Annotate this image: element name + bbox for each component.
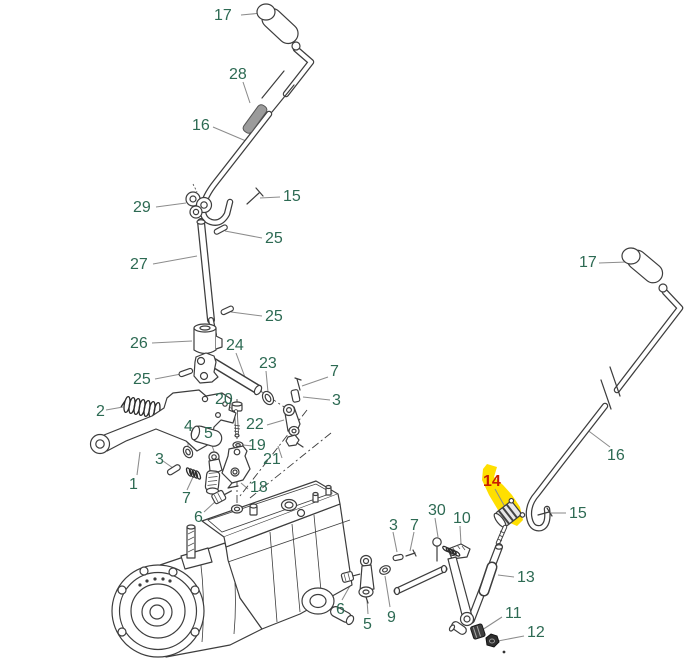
part-label-4[interactable]: 4 bbox=[184, 418, 193, 435]
transmission-housing bbox=[111, 480, 355, 658]
bolt-6-a bbox=[211, 489, 232, 505]
joint-block-26 bbox=[193, 323, 223, 355]
spring-7-b bbox=[185, 467, 202, 480]
roller-3-a bbox=[290, 389, 301, 403]
part-label-21[interactable]: 21 bbox=[263, 451, 281, 468]
part-label-29[interactable]: 29 bbox=[133, 199, 151, 216]
part-label-28[interactable]: 28 bbox=[229, 66, 247, 83]
washer-9 bbox=[379, 565, 391, 575]
part-label-22[interactable]: 22 bbox=[246, 416, 264, 433]
nut-11 bbox=[470, 623, 486, 640]
grip-28 bbox=[242, 104, 268, 134]
knob-17-left bbox=[256, 3, 301, 51]
part-label-3-b[interactable]: 3 bbox=[155, 451, 164, 468]
part-label-24[interactable]: 24 bbox=[226, 337, 244, 354]
pin-7-c bbox=[405, 549, 417, 557]
part-label-25-b[interactable]: 25 bbox=[265, 308, 283, 325]
part-label-3-c[interactable]: 3 bbox=[389, 517, 398, 534]
front-flange bbox=[111, 564, 205, 658]
pin-3-b bbox=[166, 464, 181, 476]
part-label-5-a[interactable]: 5 bbox=[204, 425, 213, 442]
lever-5-b bbox=[358, 554, 375, 604]
part-label-10[interactable]: 10 bbox=[453, 510, 471, 527]
part-label-6-a[interactable]: 6 bbox=[194, 509, 203, 526]
cross-shaft-24-cluster bbox=[89, 352, 304, 505]
right-shift-lever bbox=[525, 247, 684, 532]
part-label-7-a[interactable]: 7 bbox=[330, 363, 339, 380]
part-label-27[interactable]: 27 bbox=[130, 256, 148, 273]
knob-17-right bbox=[621, 247, 668, 293]
part-label-2[interactable]: 2 bbox=[96, 403, 105, 420]
threaded-end bbox=[495, 524, 508, 546]
part-label-11[interactable]: 11 bbox=[505, 605, 522, 622]
left-shift-lever bbox=[185, 3, 315, 226]
link-10 bbox=[447, 543, 475, 635]
bolt-20 bbox=[231, 401, 243, 438]
break-mark bbox=[600, 366, 621, 410]
part-label-12[interactable]: 12 bbox=[527, 624, 545, 641]
pin-25-c bbox=[178, 367, 194, 378]
leader-lines bbox=[105, 12, 628, 642]
lower-linkage bbox=[340, 497, 526, 654]
part-label-15-left[interactable]: 15 bbox=[283, 188, 301, 205]
detent-30 bbox=[432, 537, 461, 562]
part-label-3-a[interactable]: 3 bbox=[332, 392, 341, 409]
part-label-25-c[interactable]: 25 bbox=[133, 371, 151, 388]
o-ring-23 bbox=[261, 390, 275, 406]
pin-15-left bbox=[246, 187, 264, 205]
part-label-7-c[interactable]: 7 bbox=[410, 517, 419, 534]
part-label-6-b[interactable]: 6 bbox=[336, 601, 345, 618]
part-label-1[interactable]: 1 bbox=[129, 476, 138, 493]
part-label-16-right[interactable]: 16 bbox=[607, 447, 625, 464]
pin-25-b bbox=[220, 305, 234, 316]
part-label-7-b[interactable]: 7 bbox=[182, 490, 191, 507]
cross-rod bbox=[393, 564, 448, 596]
ball-joint-29 bbox=[185, 183, 213, 219]
part-label-5-b[interactable]: 5 bbox=[363, 616, 372, 633]
part-label-25-a[interactable]: 25 bbox=[265, 230, 283, 247]
nut-12 bbox=[485, 633, 506, 654]
pin-7-a bbox=[294, 377, 302, 391]
pin-25-a bbox=[213, 224, 228, 235]
bracket-arm-1 bbox=[89, 389, 237, 455]
washer-4 bbox=[182, 445, 194, 459]
bracket-18 bbox=[221, 445, 251, 489]
part-label-18[interactable]: 18 bbox=[250, 479, 268, 496]
break-mark bbox=[261, 70, 295, 113]
part-label-17-left[interactable]: 17 bbox=[214, 7, 232, 24]
part-label-15-right[interactable]: 15 bbox=[569, 505, 587, 522]
top-cover bbox=[201, 480, 341, 548]
pin-3-c bbox=[392, 553, 404, 562]
bushing-14 bbox=[493, 497, 526, 528]
part-label-17-right[interactable]: 17 bbox=[579, 254, 597, 271]
link-5-a bbox=[204, 451, 223, 495]
part-label-16-left[interactable]: 16 bbox=[192, 117, 210, 134]
bolt-6-b bbox=[340, 570, 361, 583]
part-label-30[interactable]: 30 bbox=[428, 502, 446, 519]
part-label-9[interactable]: 9 bbox=[387, 609, 396, 626]
shifter-finger bbox=[180, 524, 213, 570]
part-label-26[interactable]: 26 bbox=[130, 335, 148, 352]
part-label-23[interactable]: 23 bbox=[259, 355, 277, 372]
rod-13 bbox=[467, 543, 504, 624]
pin-15-right bbox=[537, 507, 553, 517]
shift-rod-27 bbox=[178, 218, 234, 378]
part-label-20[interactable]: 20 bbox=[215, 391, 233, 408]
part-label-19[interactable]: 19 bbox=[248, 437, 266, 454]
lever-arm-22 bbox=[282, 403, 304, 448]
part-label-14-highlighted[interactable]: 14 bbox=[483, 473, 501, 490]
part-label-13[interactable]: 13 bbox=[517, 569, 535, 586]
